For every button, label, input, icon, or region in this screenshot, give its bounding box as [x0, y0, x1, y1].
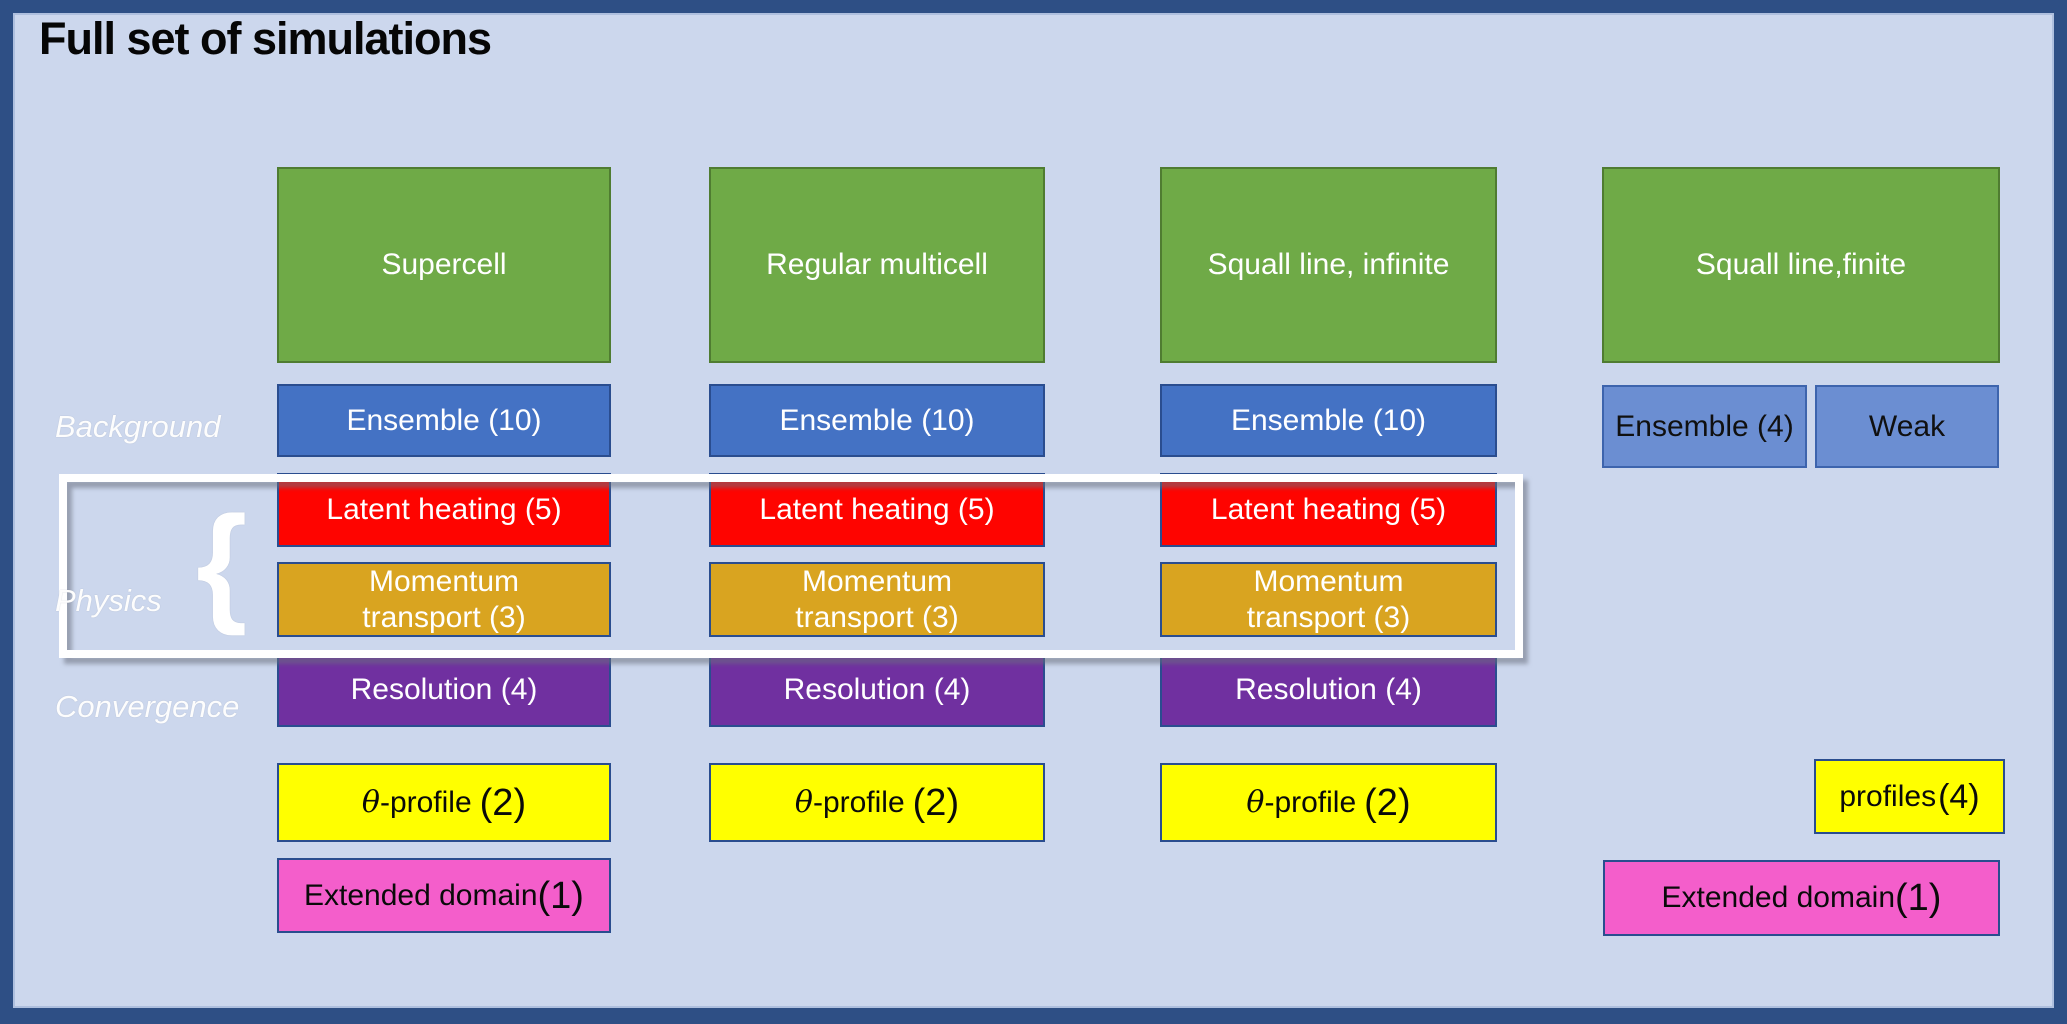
latent-heating-box-squall-infinite: Latent heating (5)	[1160, 473, 1497, 547]
latent-heating-label: Latent heating (5)	[326, 493, 562, 526]
header-box-squall-finite: Squall line,finite	[1602, 167, 2000, 363]
momentum-label: Momentum transport (3)	[795, 564, 959, 634]
momentum-label: Momentum transport (3)	[362, 564, 526, 634]
header-box-multicell: Regular multicell	[709, 167, 1045, 363]
momentum-box-supercell: Momentum transport (3)	[277, 562, 611, 637]
theta-profile-label: θ-profile	[1246, 784, 1357, 820]
theta-profile-box-supercell: θ-profile (2)	[277, 763, 611, 842]
ensemble-box-multicell: Ensemble (10)	[709, 384, 1045, 457]
theta-profile-label: θ-profile	[361, 784, 472, 820]
theta-profile-count: (2)	[912, 781, 960, 824]
page-title: Full set of simulations	[39, 13, 492, 64]
header-label: Regular multicell	[766, 248, 988, 281]
extended-domain-label: Extended domain	[304, 878, 538, 912]
ensemble-label: Ensemble (4)	[1615, 409, 1794, 443]
ensemble-box-squall-finite: Ensemble (4)	[1602, 385, 1807, 468]
extended-domain-label: Extended domain	[1661, 881, 1896, 914]
resolution-label: Resolution (4)	[350, 672, 538, 706]
resolution-label: Resolution (4)	[783, 672, 971, 706]
row-label-convergence: Convergence	[55, 689, 240, 724]
header-label: Squall line, infinite	[1207, 248, 1450, 281]
profiles-count: (4)	[1938, 777, 1980, 816]
ensemble-label: Ensemble (10)	[346, 403, 542, 437]
profiles-box-squall-finite: profiles(4)	[1814, 759, 2005, 834]
weak-box-squall-finite: Weak	[1815, 385, 1999, 468]
ensemble-box-supercell: Ensemble (10)	[277, 384, 611, 457]
weak-label: Weak	[1868, 409, 1946, 443]
momentum-box-squall-infinite: Momentum transport (3)	[1160, 562, 1497, 637]
extended-domain-count: (1)	[1895, 877, 1942, 919]
theta-profile-label: θ-profile	[794, 784, 905, 820]
profiles-label: profiles	[1839, 779, 1937, 813]
row-label-background: Background	[55, 409, 221, 444]
slide-background: Full set of simulations Background Physi…	[13, 13, 2054, 1008]
header-label: Squall line,finite	[1695, 248, 1907, 281]
ensemble-label: Ensemble (10)	[1230, 403, 1427, 437]
extended-domain-box-squall-finite: Extended domain(1)	[1603, 860, 2000, 936]
ensemble-box-squall-infinite: Ensemble (10)	[1160, 384, 1497, 457]
header-box-squall-infinite: Squall line, infinite	[1160, 167, 1497, 363]
header-label: Supercell	[381, 248, 507, 281]
latent-heating-box-supercell: Latent heating (5)	[277, 473, 611, 547]
ensemble-label: Ensemble (10)	[779, 403, 975, 437]
physics-brace: {	[196, 489, 248, 636]
momentum-box-multicell: Momentum transport (3)	[709, 562, 1045, 637]
resolution-label: Resolution (4)	[1235, 672, 1422, 706]
momentum-label: Momentum transport (3)	[1246, 564, 1411, 634]
resolution-box-supercell: Resolution (4)	[277, 652, 611, 727]
resolution-box-multicell: Resolution (4)	[709, 652, 1045, 727]
theta-profile-count: (2)	[479, 781, 527, 824]
row-label-physics: Physics	[55, 583, 162, 618]
latent-heating-label: Latent heating (5)	[1210, 493, 1447, 526]
theta-profile-box-squall-infinite: θ-profile (2)	[1160, 763, 1497, 842]
latent-heating-box-multicell: Latent heating (5)	[709, 473, 1045, 547]
header-box-supercell: Supercell	[277, 167, 611, 363]
latent-heating-label: Latent heating (5)	[759, 493, 995, 526]
resolution-box-squall-infinite: Resolution (4)	[1160, 652, 1497, 727]
extended-domain-count: (1)	[537, 874, 584, 917]
theta-profile-box-multicell: θ-profile (2)	[709, 763, 1045, 842]
extended-domain-box-supercell: Extended domain(1)	[277, 858, 611, 933]
theta-profile-count: (2)	[1364, 781, 1411, 824]
